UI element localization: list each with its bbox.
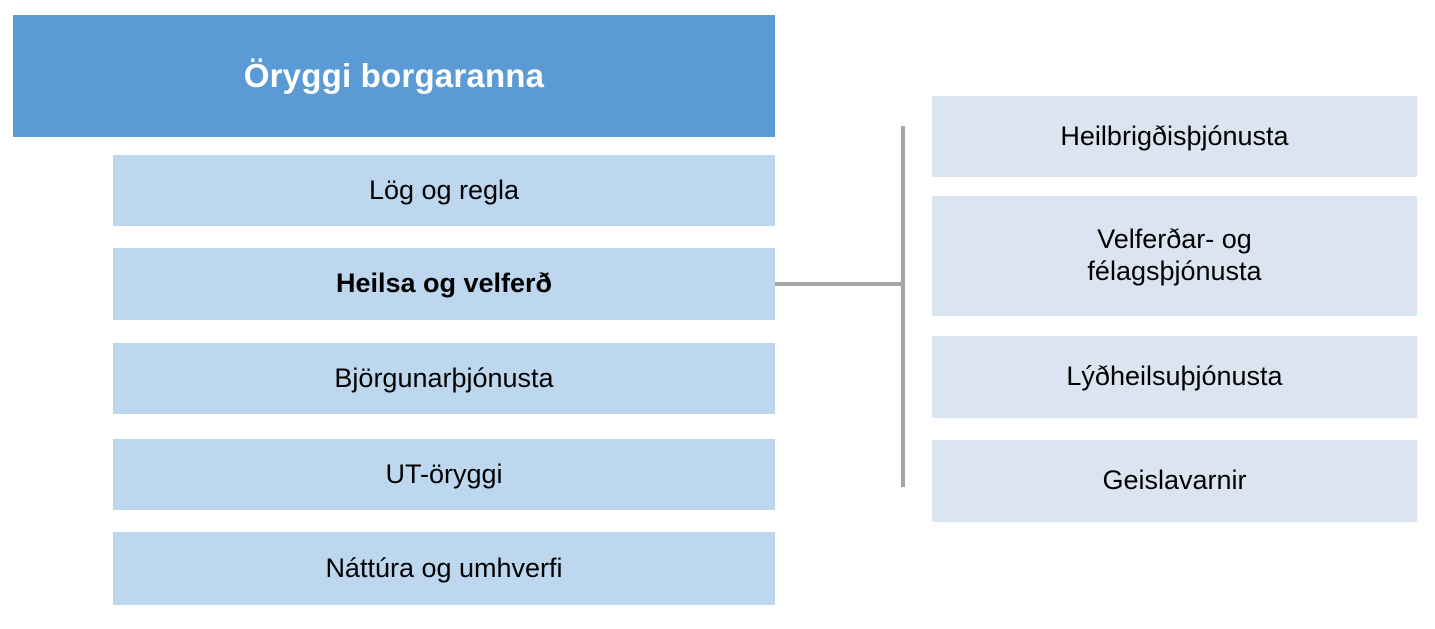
right-node-velferdar-og-felagsthjonusta: Velferðar- og félagsþjónusta (932, 196, 1417, 316)
right-node-velferdar-line2: félagsþjónusta (1087, 256, 1262, 286)
right-node-lydheilsuthjonusta: Lýðheilsuþjónusta (932, 336, 1417, 418)
right-node-geislavarnir: Geislavarnir (932, 440, 1417, 522)
left-node-log-og-regla: Lög og regla (113, 155, 775, 226)
left-node-bjorgunarthjonusta: Björgunarþjónusta (113, 343, 775, 414)
right-node-velferdar-line1: Velferðar- og (1097, 224, 1252, 255)
diagram-header-oryggi-borgaranna: Öryggi borgaranna (13, 15, 775, 137)
left-node-nattura-og-umhverfi: Náttúra og umhverfi (113, 532, 775, 605)
right-node-heilbrigdisthjonusta: Heilbrigðisþjónusta (932, 96, 1417, 177)
left-node-heilsa-og-velferd: Heilsa og velferð (113, 248, 775, 320)
connector-vertical-line (901, 126, 905, 487)
connector-horizontal-line (775, 282, 903, 286)
left-node-ut-oryggi: UT-öryggi (113, 439, 775, 510)
